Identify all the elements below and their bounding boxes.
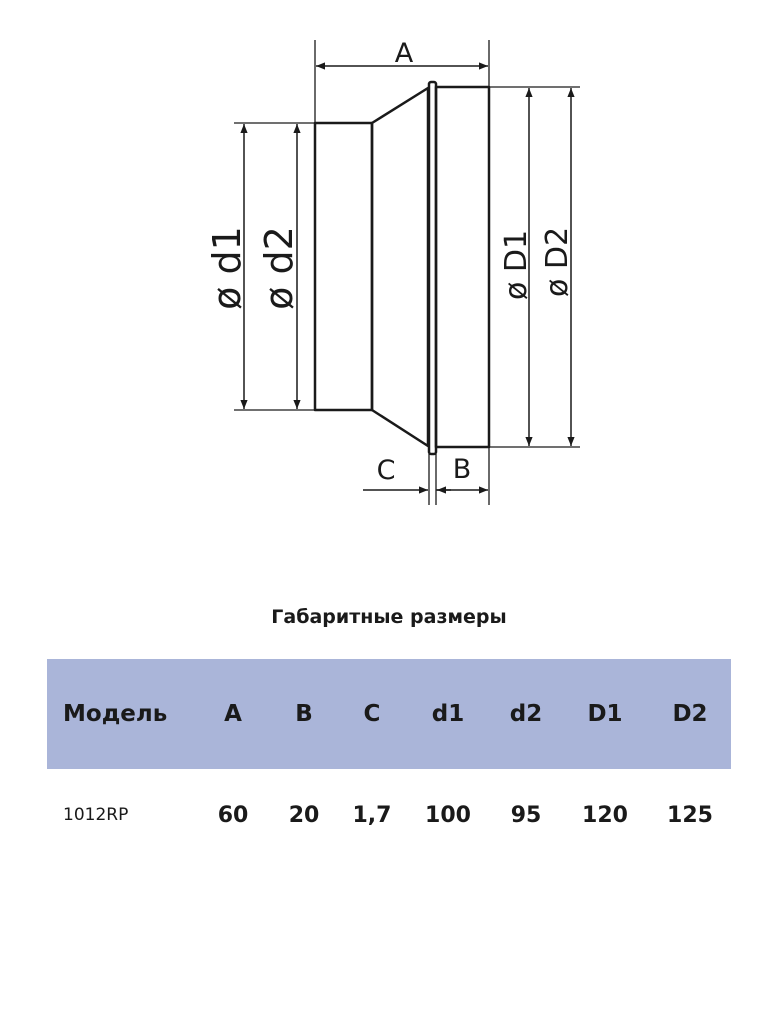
cell-d2: 95 xyxy=(510,802,542,828)
dimensions-table: Модель A B C d1 d2 D1 D2 1012RP 60 20 1,… xyxy=(47,659,731,861)
cell-model: 1012RP xyxy=(63,805,129,825)
table-header-row: Модель A B C d1 d2 D1 D2 xyxy=(47,659,731,769)
header-b: B xyxy=(269,659,339,769)
label-D2: ø D2 xyxy=(540,227,575,297)
table-row: 1012RP 60 20 1,7 100 95 120 125 xyxy=(47,769,731,861)
header-a: A xyxy=(197,659,269,769)
reducer-outline xyxy=(313,80,491,456)
header-c: C xyxy=(339,659,405,769)
cell-a: 60 xyxy=(217,802,249,828)
label-a: A xyxy=(395,38,414,69)
label-d2: ø d2 xyxy=(257,226,301,310)
table-title: Габаритные размеры xyxy=(271,606,507,628)
cell-d1: 100 xyxy=(425,802,471,828)
header-D1: D1 xyxy=(561,659,649,769)
label-d1: ø d1 xyxy=(205,226,249,310)
header-d1: d1 xyxy=(405,659,491,769)
header-model: Модель xyxy=(47,659,197,769)
dimension-drawing: A C B ø d1 ø d2 ø D1 ø D2 xyxy=(205,38,580,505)
cell-D2: 125 xyxy=(667,802,713,828)
dimension-lines xyxy=(240,62,575,494)
label-D1: ø D1 xyxy=(499,230,534,300)
label-b: B xyxy=(453,454,472,485)
header-d2: d2 xyxy=(491,659,561,769)
header-D2: D2 xyxy=(649,659,731,769)
label-c: C xyxy=(377,455,396,486)
cell-b: 20 xyxy=(288,802,320,828)
cell-D1: 120 xyxy=(582,802,628,828)
extension-lines xyxy=(234,40,580,505)
cell-c: 1,7 xyxy=(352,802,392,828)
